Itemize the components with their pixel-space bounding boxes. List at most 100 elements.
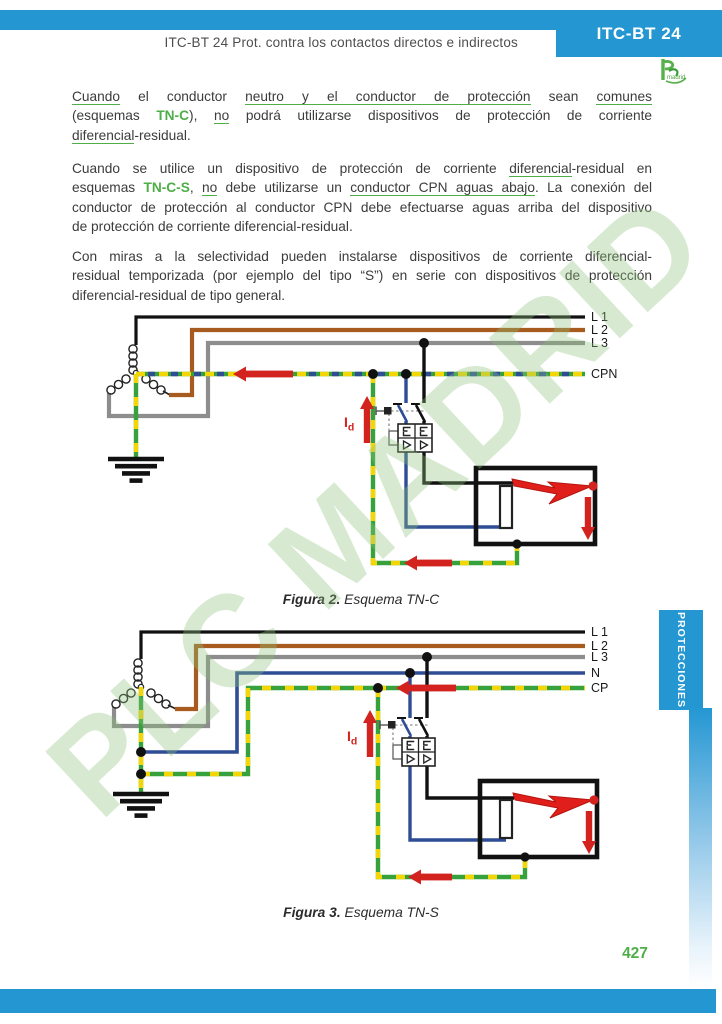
paragraph: Con miras a la selectividad pueden insta… bbox=[72, 247, 652, 305]
logo-text: madrid bbox=[667, 75, 685, 81]
right-gradient-strip bbox=[689, 708, 712, 989]
line-label: L 1 bbox=[591, 625, 608, 639]
text-line: residual temporizada (por ejemplo del ti… bbox=[72, 266, 652, 285]
text-run: el conductor bbox=[119, 89, 246, 104]
text-line: Cuando el conductor neutro y el conducto… bbox=[72, 87, 652, 106]
text-run: diferencial bbox=[72, 127, 135, 144]
line-label: L 2 bbox=[591, 639, 608, 653]
rcd-device bbox=[379, 717, 436, 767]
caption-label: Figura 2. bbox=[282, 592, 341, 607]
line-label: L 3 bbox=[591, 650, 608, 664]
junction-dot bbox=[136, 769, 146, 779]
text-line: diferencial-residual. bbox=[72, 126, 652, 145]
current-arrow-left bbox=[396, 680, 409, 696]
text-run: Cuando bbox=[72, 89, 120, 105]
text-run: . La conexión del bbox=[534, 180, 652, 196]
text-line: Con miras a la selectividad pueden insta… bbox=[72, 247, 652, 266]
junction-dot bbox=[422, 652, 432, 662]
junction-dot bbox=[136, 747, 146, 757]
test-button bbox=[384, 407, 392, 415]
text-run: neutro y el conductor de protección bbox=[245, 89, 531, 105]
scheme-keyword: TN-C-S bbox=[143, 180, 190, 196]
current-arrow-left bbox=[404, 555, 417, 571]
junction-dot bbox=[373, 683, 383, 693]
junction-dot bbox=[405, 668, 415, 678]
text-run: -residual en bbox=[571, 161, 652, 176]
plc-madrid-logo: madrid bbox=[661, 59, 687, 84]
text-run: comunes bbox=[596, 89, 652, 105]
text-run: , bbox=[189, 180, 202, 196]
paragraph: Cuando se utilice un dispositivo de prot… bbox=[72, 159, 652, 237]
text-line: Cuando se utilice un dispositivo de prot… bbox=[72, 159, 652, 178]
text-line: esquemas TN-C-S, no debe utilizarse un c… bbox=[72, 178, 652, 197]
line-label: L 3 bbox=[591, 336, 608, 350]
figure-caption-tns: Figura 3. Esquema TN-S bbox=[0, 905, 722, 920]
figure-caption-tnc: Figura 2. Esquema TN-C bbox=[0, 592, 722, 607]
text-run: esquemas bbox=[72, 180, 144, 196]
current-arrow-down bbox=[582, 841, 596, 854]
current-arrow-down bbox=[581, 527, 595, 540]
junction-dot bbox=[368, 369, 378, 379]
fault-current-arrow-up bbox=[363, 710, 377, 723]
text-run: (esquemas bbox=[72, 108, 157, 124]
rcd-device bbox=[375, 403, 433, 453]
text-run: Con miras a la selectividad pueden insta… bbox=[72, 249, 652, 264]
text-line: conductor de protección al conductor CPN… bbox=[72, 198, 652, 217]
caption-text: Esquema TN-S bbox=[344, 905, 439, 920]
load-resistor bbox=[498, 484, 514, 530]
figure-tns-diagram: Id L 1L 2L 3 NCP bbox=[111, 625, 608, 885]
line-label: CPN bbox=[591, 367, 617, 381]
fault-current-arrow-up bbox=[360, 396, 374, 409]
test-button bbox=[388, 721, 396, 729]
text-run: podrá utilizarse dispositivos de protecc… bbox=[229, 108, 652, 124]
text-line: de protección de corriente diferencial-r… bbox=[72, 217, 652, 236]
text-run: sean bbox=[530, 89, 597, 104]
load-resistor bbox=[498, 798, 514, 840]
text-line: (esquemas TN-C), no podrá utilizarse dis… bbox=[72, 106, 652, 125]
junction-dot bbox=[512, 539, 522, 549]
line-label: N bbox=[591, 666, 600, 680]
caption-text: Esquema TN-C bbox=[344, 592, 440, 607]
text-run: no bbox=[202, 180, 218, 197]
fault-lightning-bolt bbox=[511, 478, 593, 505]
junction-dot bbox=[520, 852, 530, 862]
page-header-title: ITC-BT 24 Prot. contra los contactos dir… bbox=[164, 35, 518, 50]
text-run: no bbox=[213, 108, 230, 125]
text-run: ), bbox=[189, 108, 214, 124]
line-label: CP bbox=[591, 681, 608, 695]
earth-ground-symbol bbox=[108, 456, 164, 483]
text-line: diferencial-residual de tipo general. bbox=[72, 286, 652, 305]
itc-bt-badge: ITC-BT 24 bbox=[556, 10, 722, 57]
current-arrow-left bbox=[408, 869, 421, 885]
load-box bbox=[473, 465, 598, 547]
junction-dot bbox=[589, 795, 599, 805]
paragraph: Cuando el conductor neutro y el conducto… bbox=[72, 87, 652, 145]
bottom-bar bbox=[0, 989, 716, 1013]
earth-ground-symbol bbox=[113, 791, 169, 818]
page-number: 427 bbox=[622, 945, 648, 962]
load-box bbox=[477, 778, 600, 860]
text-run: residual temporizada (por ejemplo del ti… bbox=[72, 268, 652, 284]
text-run: conductor de protección al conductor CPN… bbox=[72, 199, 652, 215]
text-run: conductor CPN aguas abajo bbox=[350, 180, 535, 197]
line-label: L 1 bbox=[591, 310, 608, 324]
text-run: debe utilizarse un bbox=[217, 180, 351, 196]
current-arrow-left bbox=[233, 366, 246, 382]
caption-label: Figura 3. bbox=[283, 905, 341, 920]
line-label: L 2 bbox=[591, 323, 608, 337]
id-current-label: Id bbox=[347, 728, 357, 748]
protecciones-tab: PROTECCIONES bbox=[659, 610, 703, 710]
junction-dot bbox=[419, 338, 429, 348]
top-bar bbox=[0, 10, 722, 30]
fault-lightning-bolt bbox=[512, 792, 594, 819]
text-run: de protección de corriente diferencial-r… bbox=[72, 219, 353, 235]
text-run: diferencial bbox=[509, 161, 572, 177]
tab-label: PROTECCIONES bbox=[675, 611, 687, 708]
text-run: Cuando se utilice un dispositivo de prot… bbox=[72, 161, 510, 176]
figure-tnc-diagram: Id L 1L 2L 3 CPN bbox=[106, 310, 617, 571]
scheme-keyword: TN-C bbox=[156, 108, 190, 124]
text-run: -residual. bbox=[134, 127, 191, 143]
id-current-label: Id bbox=[344, 414, 354, 434]
junction-dot bbox=[401, 369, 411, 379]
